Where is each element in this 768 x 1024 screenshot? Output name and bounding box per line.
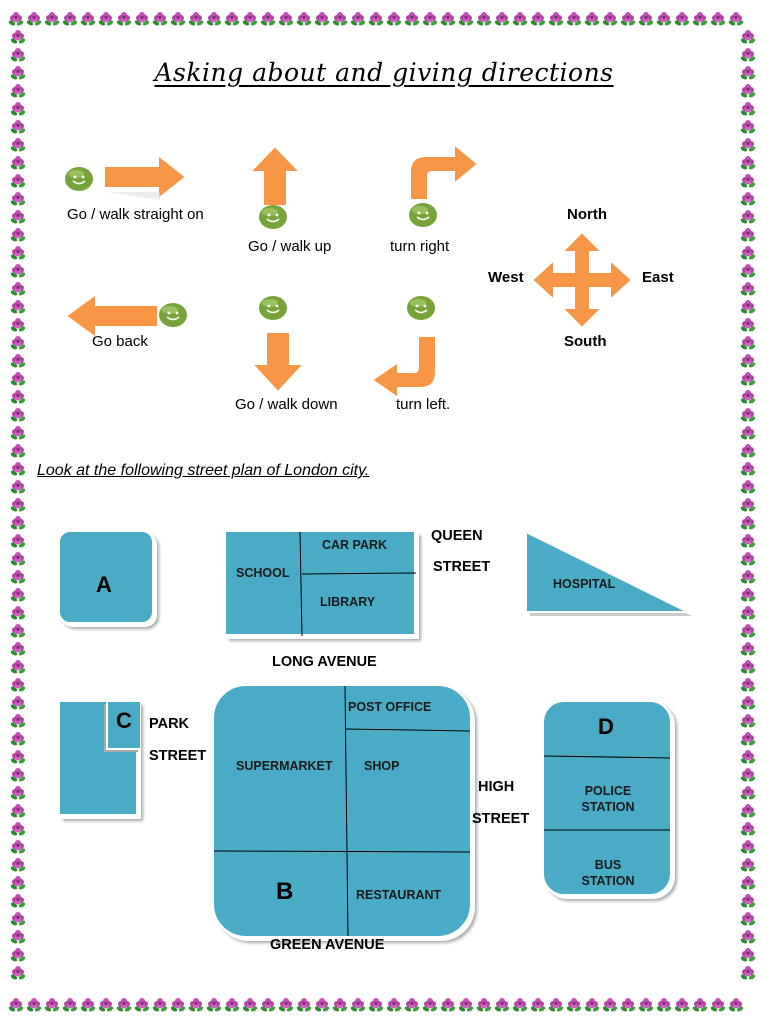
label-shop: SHOP [364,759,400,773]
label-school: SCHOOL [236,566,290,580]
street-long-avenue: LONG AVENUE [272,654,377,670]
block-b-dividers [214,686,470,936]
label-block-d: D [598,714,614,739]
arrow-left-icon [64,292,159,340]
label-left: turn left. [396,396,451,413]
street-queen-1: QUEEN [431,528,483,544]
street-queen-2: STREET [433,559,491,575]
label-car-park: CAR PARK [322,538,388,552]
block-c-corner [106,702,140,750]
smiley-icon [409,203,437,227]
compass-east: East [642,269,674,286]
street-green-avenue: GREEN AVENUE [270,937,385,953]
smiley-icon [65,167,93,191]
arrow-up-icon [247,144,303,207]
smiley-icon [259,296,287,320]
map-instruction: Look at the following street plan of Lon… [37,462,370,479]
label-supermarket: SUPERMARKET [236,759,333,773]
label-down: Go / walk down [235,396,338,413]
smiley-icon [159,303,187,327]
street-park-1: PARK [149,716,190,732]
block-d: D POLICE STATION BUS STATION [542,700,672,896]
arrow-down-icon [249,331,307,394]
label-straight: Go / walk straight on [67,206,204,223]
arrow-turn-left-icon [370,335,437,400]
compass-cross-icon [530,230,634,330]
smiley-icon [407,296,435,320]
label-restaurant: RESTAURANT [356,888,442,902]
street-high-1: HIGH [478,779,515,795]
block-d-dividers [544,755,670,831]
label-up: Go / walk up [248,238,332,255]
compass-north: North [567,206,607,223]
block-hospital [525,530,692,616]
compass-south: South [564,333,607,350]
page-title: Asking about and giving directions [154,58,614,87]
block-c: C [58,700,140,816]
label-bus-station: BUS STATION [581,858,635,888]
smiley-icon [259,205,287,229]
compass-west: West [488,269,524,286]
label-block-b: B [276,878,294,905]
street-park-2: STREET [149,748,207,764]
arrow-turn-right-icon [409,141,480,201]
label-hospital: HOSPITAL [553,577,616,591]
label-library: LIBRARY [320,595,376,609]
label-post-office: POST OFFICE [348,700,432,714]
street-high-2: STREET [472,811,530,827]
block-school-library: SCHOOL CAR PARK LIBRARY [224,530,417,637]
block-a: A [58,530,154,624]
arrow-right-icon [103,152,188,202]
block-b: POST OFFICE SUPERMARKET SHOP B RESTAURAN… [212,684,472,938]
block-dividers [299,531,417,637]
label-back: Go back [92,333,148,350]
label-right: turn right [390,238,450,255]
label-police-station: POLICE STATION [581,784,635,814]
